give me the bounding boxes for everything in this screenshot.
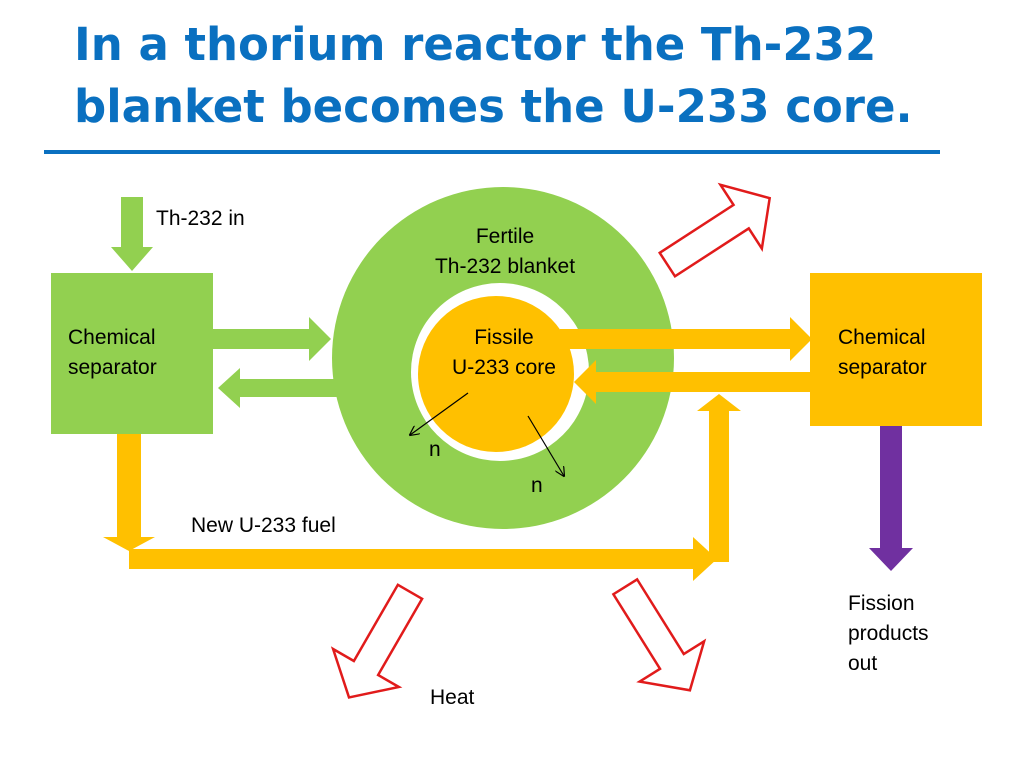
blanket-label-line-2: Th-232 blanket — [434, 255, 576, 278]
core-to-right-separator-arrow — [560, 317, 812, 361]
heat-label: Heat — [430, 686, 475, 709]
right-separator-label-line-2: separator — [838, 356, 927, 379]
th232-in-label: Th-232 in — [156, 207, 245, 230]
neutron-label-left: n — [429, 438, 441, 461]
blanket-label-line-1: Fertile — [475, 225, 535, 248]
heat-arrow-lower-right — [611, 577, 707, 692]
core-label-line-1: Fissile — [474, 326, 534, 349]
fission-products-label-line-3: out — [848, 652, 878, 675]
fission-products-label-line-2: products — [848, 622, 929, 645]
fission-products-label-line-1: Fission — [848, 592, 915, 615]
right-chemical-separator-box — [810, 273, 982, 426]
fissile-core — [418, 296, 574, 452]
new-fuel-riser-arrow — [697, 394, 741, 562]
left-chemical-separator-box — [51, 273, 213, 434]
new-fuel-bottom-arrow — [129, 537, 717, 581]
core-label-line-2: U-233 core — [452, 356, 556, 379]
new-fuel-label: New U-233 fuel — [191, 514, 336, 537]
title-line-1: In a thorium reactor the Th-232 — [74, 18, 877, 71]
title-line-2: blanket becomes the U-233 core. — [74, 80, 913, 133]
right-separator-to-core-arrow — [574, 360, 810, 404]
fission-products-arrow — [869, 426, 913, 571]
blanket-to-separator-arrow — [218, 368, 342, 408]
left-separator-label-line-1: Chemical — [68, 326, 156, 349]
title-underline — [44, 150, 940, 154]
th232-input-arrow — [111, 197, 153, 271]
heat-arrow-lower-left — [330, 583, 424, 699]
neutron-arrow-right — [527, 415, 564, 476]
neutron-arrow-left — [410, 392, 469, 435]
neutron-label-right: n — [531, 474, 543, 497]
page-title: In a thorium reactor the Th-232 blanket b… — [74, 14, 974, 138]
left-separator-label-line-2: separator — [68, 356, 157, 379]
separator-to-blanket-arrow — [213, 317, 331, 361]
new-fuel-loop-arrow — [103, 434, 155, 551]
heat-arrow-upper-right — [658, 182, 772, 279]
right-separator-label-line-1: Chemical — [838, 326, 926, 349]
